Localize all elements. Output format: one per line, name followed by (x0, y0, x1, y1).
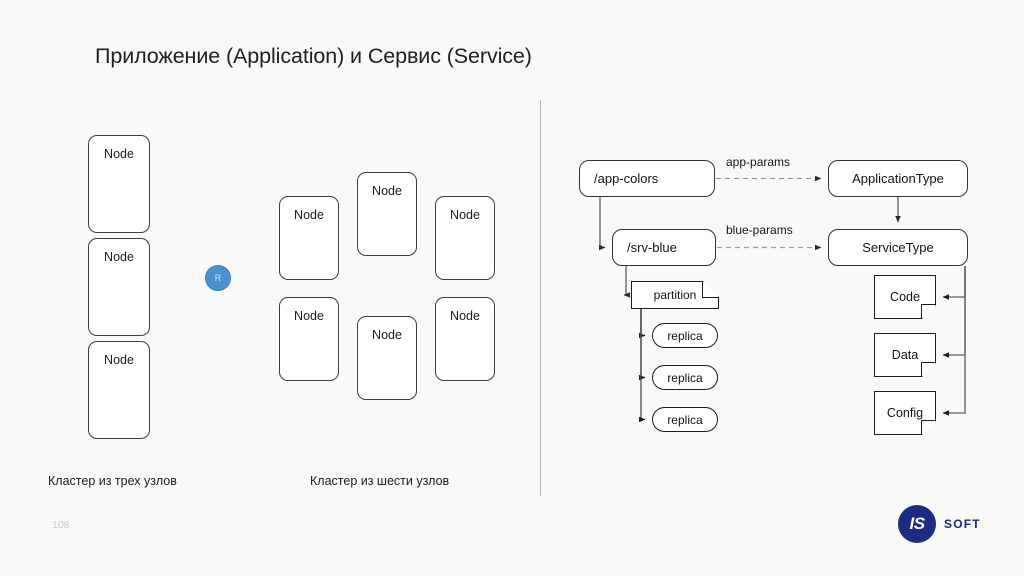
data-artifact-box[interactable]: Data (874, 333, 936, 377)
blue-params-edge-label: blue-params (726, 223, 793, 237)
partition-box[interactable]: partition (631, 281, 719, 309)
node-box: Node (435, 297, 495, 381)
node-box: Node (88, 135, 150, 233)
page-title: Приложение (Application) и Сервис (Servi… (95, 44, 532, 68)
application-type-box[interactable]: ApplicationType (828, 160, 968, 197)
node-box: Node (357, 316, 417, 400)
page-fold-icon (921, 420, 935, 434)
issoft-logo: IS SOFT (898, 505, 981, 543)
config-artifact-label: Config (886, 406, 924, 420)
replica-badge-label: R (214, 273, 222, 283)
panel-divider (540, 100, 542, 496)
app-params-edge-label: app-params (726, 155, 791, 169)
node-box: Node (279, 297, 339, 381)
node-box: Node (279, 196, 339, 280)
node-box: Node (88, 341, 150, 439)
node-box: Node (88, 238, 150, 336)
code-artifact-box[interactable]: Code (874, 275, 936, 319)
page-number: 108 (52, 519, 70, 531)
logo-mark-icon: IS (898, 505, 936, 543)
replica-badge: R (205, 265, 231, 291)
page-fold-icon (702, 282, 718, 298)
logo-wordmark: SOFT (944, 517, 981, 531)
data-artifact-label: Data (891, 348, 919, 362)
node-box: Node (435, 196, 495, 280)
three-node-cluster-caption: Кластер из трех узлов (48, 474, 177, 488)
six-node-cluster-caption: Кластер из шести узлов (310, 474, 450, 488)
service-type-box[interactable]: ServiceType (828, 229, 968, 266)
app-colors-box[interactable]: /app-colors (579, 160, 715, 197)
page-fold-icon (921, 304, 935, 318)
code-artifact-label: Code (890, 290, 920, 304)
page-fold-icon (921, 362, 935, 376)
partition-label: partition (653, 288, 697, 302)
replica-pill[interactable]: replica (652, 407, 718, 432)
config-artifact-box[interactable]: Config (874, 391, 936, 435)
srv-blue-box[interactable]: /srv-blue (612, 229, 716, 266)
replica-pill[interactable]: replica (652, 365, 718, 390)
node-box: Node (357, 172, 417, 256)
replica-pill[interactable]: replica (652, 323, 718, 348)
